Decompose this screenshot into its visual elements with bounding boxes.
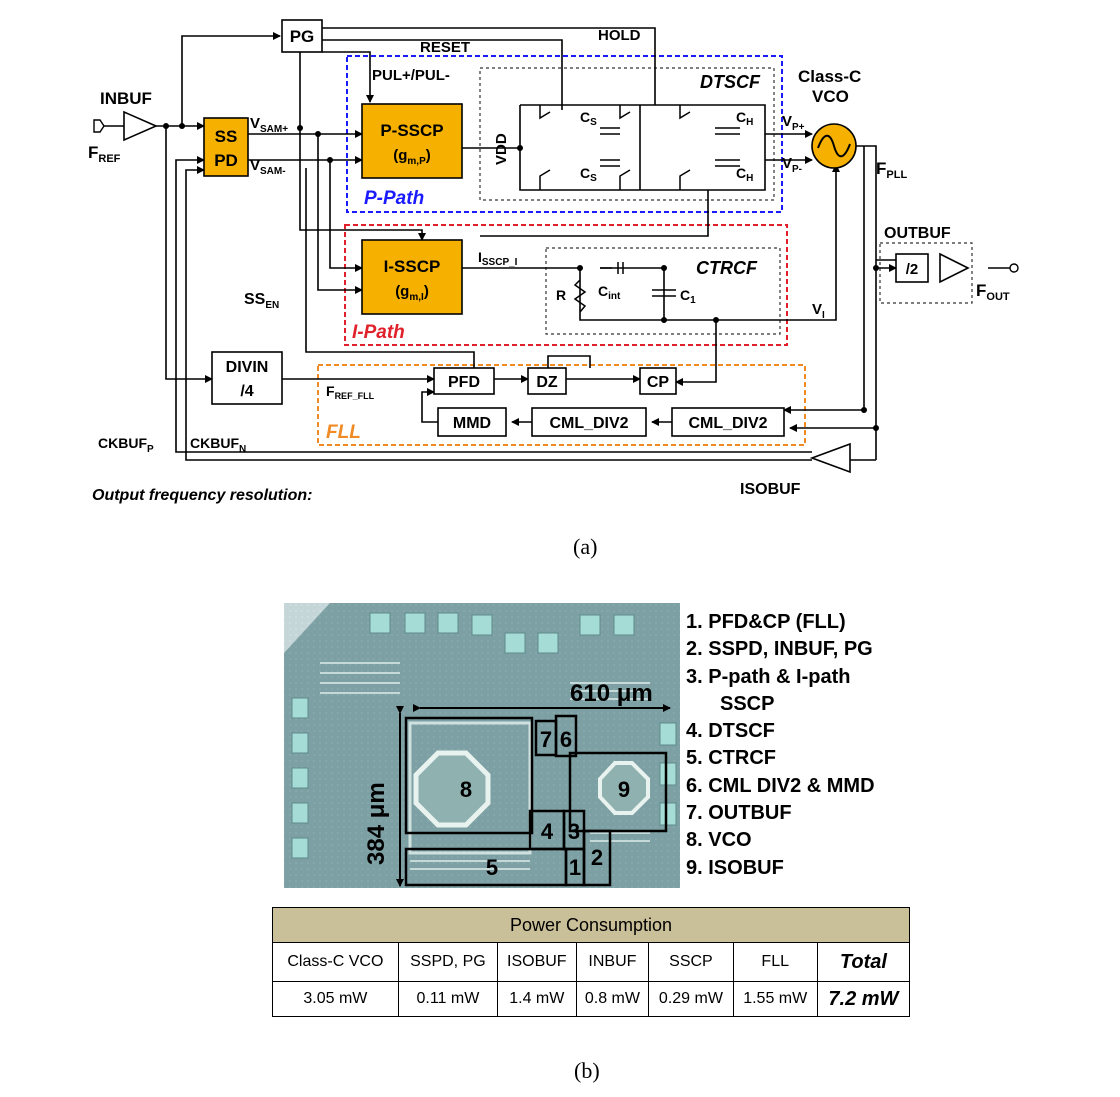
vco-inductor xyxy=(416,753,488,825)
fref-fll-label: FREF_FLL xyxy=(326,383,375,401)
legend-item: 9. ISOBUF xyxy=(686,855,875,882)
vp-plus-label: VP+ xyxy=(782,113,805,133)
width-dimension-label: 610 μm xyxy=(570,680,653,707)
vdd-label: VDD xyxy=(493,133,510,165)
header-cell: ISOBUF xyxy=(498,943,577,982)
legend-item: 5. CTRCF xyxy=(686,745,875,772)
header-cell-total: Total xyxy=(817,943,909,982)
caption-b: (b) xyxy=(574,1058,600,1084)
ch-top-label: CH xyxy=(736,109,753,128)
caption-a: (a) xyxy=(573,534,597,560)
die-micrograph: 610 μm 384 μm 8 9 7 6 4 3 2 5 1 xyxy=(270,603,680,893)
table-value-row: 3.05 mW 0.11 mW 1.4 mW 0.8 mW 0.29 mW 1.… xyxy=(273,982,910,1017)
header-cell: INBUF xyxy=(576,943,649,982)
class-c-label: Class-C xyxy=(798,67,861,86)
i-path-label: I-Path xyxy=(352,322,405,343)
vco-label: VCO xyxy=(812,87,849,106)
divin-label-2: /4 xyxy=(240,383,253,400)
cml-div2-label-right: CML_DIV2 xyxy=(688,415,767,432)
inbuf-triangle xyxy=(124,112,156,140)
block-4-number: 4 xyxy=(541,819,554,844)
cs-top-label: CS xyxy=(580,109,597,128)
output-frequency-resolution: Output frequency resolution: xyxy=(92,487,312,504)
hold-label: HOLD xyxy=(598,27,641,44)
block-2-number: 2 xyxy=(591,845,603,870)
r-label: R xyxy=(556,287,566,303)
sspd-label-1: SS xyxy=(215,127,238,146)
header-cell: SSCP xyxy=(649,943,733,982)
legend-item: 3. P-path & I-path xyxy=(686,664,875,691)
isobuf-label: ISOBUF xyxy=(740,481,801,498)
outbuf-label: OUTBUF xyxy=(884,225,951,242)
legend-item-continued: SSCP xyxy=(686,691,875,718)
value-cell: 1.55 mW xyxy=(733,982,817,1017)
cint-label: Cint xyxy=(598,283,621,302)
value-cell: 1.4 mW xyxy=(498,982,577,1017)
ch-bottom-label: CH xyxy=(736,165,753,184)
fll-label: FLL xyxy=(326,422,361,443)
c1-label: C1 xyxy=(680,287,696,306)
header-cell: FLL xyxy=(733,943,817,982)
legend-item: 8. VCO xyxy=(686,827,875,854)
p-sscp-label: P-SSCP xyxy=(380,121,443,140)
die-legend: 1. PFD&CP (FLL) 2. SSPD, INBUF, PG 3. P-… xyxy=(686,609,875,882)
value-cell: 0.29 mW xyxy=(649,982,733,1017)
fref-input-port xyxy=(94,120,104,132)
fout-port xyxy=(1010,264,1018,272)
pul-label: PUL+/PUL- xyxy=(372,67,450,84)
header-cell: SSPD, PG xyxy=(398,943,497,982)
vsam-plus-label: VSAM+ xyxy=(250,115,288,135)
pfd-label: PFD xyxy=(448,374,480,391)
block-5-number: 5 xyxy=(486,855,498,880)
fpll-label: FPLL xyxy=(876,159,907,181)
fout-label: FOUT xyxy=(976,281,1010,303)
table-title: Power Consumption xyxy=(273,908,910,943)
mmd-label: MMD xyxy=(453,415,491,432)
inbuf-label: INBUF xyxy=(100,89,152,108)
legend-item: 4. DTSCF xyxy=(686,718,875,745)
legend-item: 6. CML DIV2 & MMD xyxy=(686,773,875,800)
divin-label-1: DIVIN xyxy=(226,359,269,376)
value-cell: 3.05 mW xyxy=(273,982,399,1017)
value-cell: 0.8 mW xyxy=(576,982,649,1017)
block-7-number: 7 xyxy=(540,727,552,752)
vi-label: VI xyxy=(812,301,825,321)
block-8-number: 8 xyxy=(460,777,472,802)
height-dimension-label: 384 μm xyxy=(363,782,390,865)
outbuf-triangle xyxy=(940,254,968,282)
block-3-number: 3 xyxy=(568,819,580,844)
ckbufp-label: CKBUFP xyxy=(98,435,154,455)
reset-label: RESET xyxy=(420,39,470,56)
ssen-label: SSEN xyxy=(244,291,279,311)
legend-item: 1. PFD&CP (FLL) xyxy=(686,609,875,636)
p-path-label: P-Path xyxy=(364,188,424,209)
block-6-number: 6 xyxy=(560,727,572,752)
value-cell: 0.11 mW xyxy=(398,982,497,1017)
vp-minus-label: VP- xyxy=(782,155,802,175)
table-header-row: Class-C VCO SSPD, PG ISOBUF INBUF SSCP F… xyxy=(273,943,910,982)
sspd-label-2: PD xyxy=(214,151,238,170)
i-sscp-label: I-SSCP xyxy=(384,257,441,276)
pg-label: PG xyxy=(290,27,315,46)
block-1-number: 1 xyxy=(569,855,581,880)
die-texture xyxy=(284,603,680,888)
isobuf-triangle xyxy=(812,444,850,472)
legend-item: 2. SSPD, INBUF, PG xyxy=(686,636,875,663)
div2-label: /2 xyxy=(906,261,919,278)
dtscf-label: DTSCF xyxy=(700,72,761,92)
isscp-i-label: ISSCP_I xyxy=(478,249,518,268)
dz-label: DZ xyxy=(536,374,558,391)
fref-label: FREF xyxy=(88,143,121,165)
legend-item: 7. OUTBUF xyxy=(686,800,875,827)
pll-block-diagram: PG RESET HOLD PUL+/PUL- DTSCF Class-C VC… xyxy=(80,8,1030,508)
ctrcf-label: CTRCF xyxy=(696,258,758,278)
cml-div2-label-left: CML_DIV2 xyxy=(549,415,628,432)
header-cell: Class-C VCO xyxy=(273,943,399,982)
value-cell-total: 7.2 mW xyxy=(817,982,909,1017)
cp-label: CP xyxy=(647,374,670,391)
block-9-number: 9 xyxy=(618,777,630,802)
power-consumption-table: Power Consumption Class-C VCO SSPD, PG I… xyxy=(272,907,910,1017)
cs-bottom-label: CS xyxy=(580,165,597,184)
